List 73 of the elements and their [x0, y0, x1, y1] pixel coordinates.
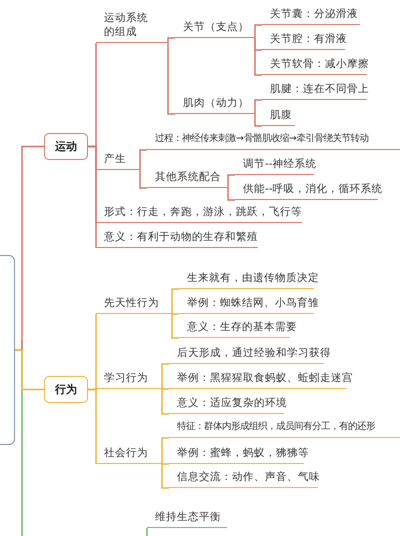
- branch-connector: [171, 288, 179, 315]
- branch-connector: [254, 99, 262, 115]
- topic-label: 社会行为: [104, 446, 148, 460]
- topic-label: 学习行为: [104, 370, 148, 385]
- branch-topic: [262, 108, 295, 126]
- topic-label: 生来就有，由遗传物质决定: [187, 270, 319, 285]
- topic-label: 肌肉（动力）: [183, 96, 249, 110]
- branch-connector: [227, 187, 235, 201]
- topic-label: 形式：行走，奔跑，游泳，跳跃，飞行等: [104, 204, 302, 219]
- topic-label: 调节--神经系统: [243, 156, 317, 171]
- branch-connector: [167, 42, 175, 115]
- branch-topic: [96, 230, 258, 248]
- topic-label: 行为: [55, 382, 77, 397]
- topic-label: 特征：群体内形成组织，成员间有分工，有的还形: [177, 421, 375, 434]
- branch-connector: [254, 37, 262, 76]
- branch-topic: [147, 170, 228, 188]
- topic-label: 其他系统配合: [155, 170, 221, 184]
- branch-topic: [96, 152, 140, 170]
- branch-connector: [167, 37, 175, 44]
- topic-label: 关节腔：有滑液: [270, 32, 347, 46]
- branch-connector: [161, 363, 169, 390]
- branch-connector: [171, 313, 179, 339]
- branch-topic: [175, 96, 255, 114]
- branch-connector: [88, 388, 97, 465]
- topic-label: 关节软骨：减小摩擦: [270, 56, 369, 71]
- branch-connector: [161, 388, 169, 415]
- branch-topic: [169, 420, 400, 438]
- branch-connector: [254, 113, 262, 127]
- topic-label: 意义：适应复杂的环境: [177, 396, 287, 410]
- branch-connector: [161, 437, 169, 465]
- branch-connector: [139, 169, 147, 189]
- branch-topic: [262, 57, 367, 75]
- branch-connector: [88, 146, 97, 249]
- branch-topic: [96, 371, 162, 389]
- branch-connector: [227, 174, 235, 189]
- topic-label: 供能--呼吸，消化，循环系统: [243, 182, 383, 196]
- branch-topic: [169, 470, 318, 488]
- branch-topic: [262, 32, 345, 50]
- branch-connector: [161, 388, 169, 390]
- branch-connector: [161, 463, 169, 489]
- branch-connector: [139, 149, 147, 171]
- topic-label: 关节囊：分泌滑液: [270, 6, 358, 21]
- branch-topic: [262, 82, 367, 100]
- topic-label: 举例：蜜蜂，蚂蚁，狒狒等: [177, 446, 309, 460]
- topic-label: 意义：生存的基本需要: [187, 320, 297, 334]
- topic-label: 关节（支点）: [183, 20, 249, 34]
- branch-topic: [175, 20, 255, 38]
- topic-label: 信息交流：动作、声音、气味: [177, 470, 320, 484]
- branch-topic: [96, 446, 162, 464]
- topic-label: 运动系统的组成: [104, 10, 149, 39]
- topic-label: 意义：有利于动物的生存和繁殖: [104, 230, 258, 244]
- topic-label: 肌腹: [270, 108, 292, 122]
- topic-label: 产生: [104, 152, 126, 166]
- topic-label: 运动: [55, 139, 77, 154]
- branch-topic: [147, 510, 227, 528]
- topic-label: 肌腱：连在不同骨上: [270, 82, 369, 96]
- topic-label: 举例：蜘蛛结网、小鸟育雏: [187, 296, 319, 310]
- branch-topic: [147, 132, 400, 150]
- branch-connector: [15, 349, 44, 390]
- branch-connector: [161, 463, 169, 465]
- topic-label: 维持生态平衡: [155, 510, 221, 524]
- branch-connector: [254, 24, 262, 39]
- branch-topic: [96, 296, 172, 314]
- topic-box: [44, 133, 88, 160]
- branch-connector: [171, 313, 179, 315]
- topic-label: 举例：黑猩猩取食蚂蚁、蚯蚓走迷宫: [177, 370, 353, 385]
- branch-topic: [262, 7, 360, 25]
- topic-box: [44, 376, 88, 403]
- topic-label: 后天形成，通过经验和学习获得: [177, 346, 331, 360]
- branch-topic: [96, 205, 302, 223]
- topic-label: 先天性行为: [104, 296, 159, 310]
- branch-topic: [235, 157, 314, 175]
- topic-label: 过程：神经传来刺激→骨骼肌收缩→牵引骨绕关节转动: [155, 133, 369, 146]
